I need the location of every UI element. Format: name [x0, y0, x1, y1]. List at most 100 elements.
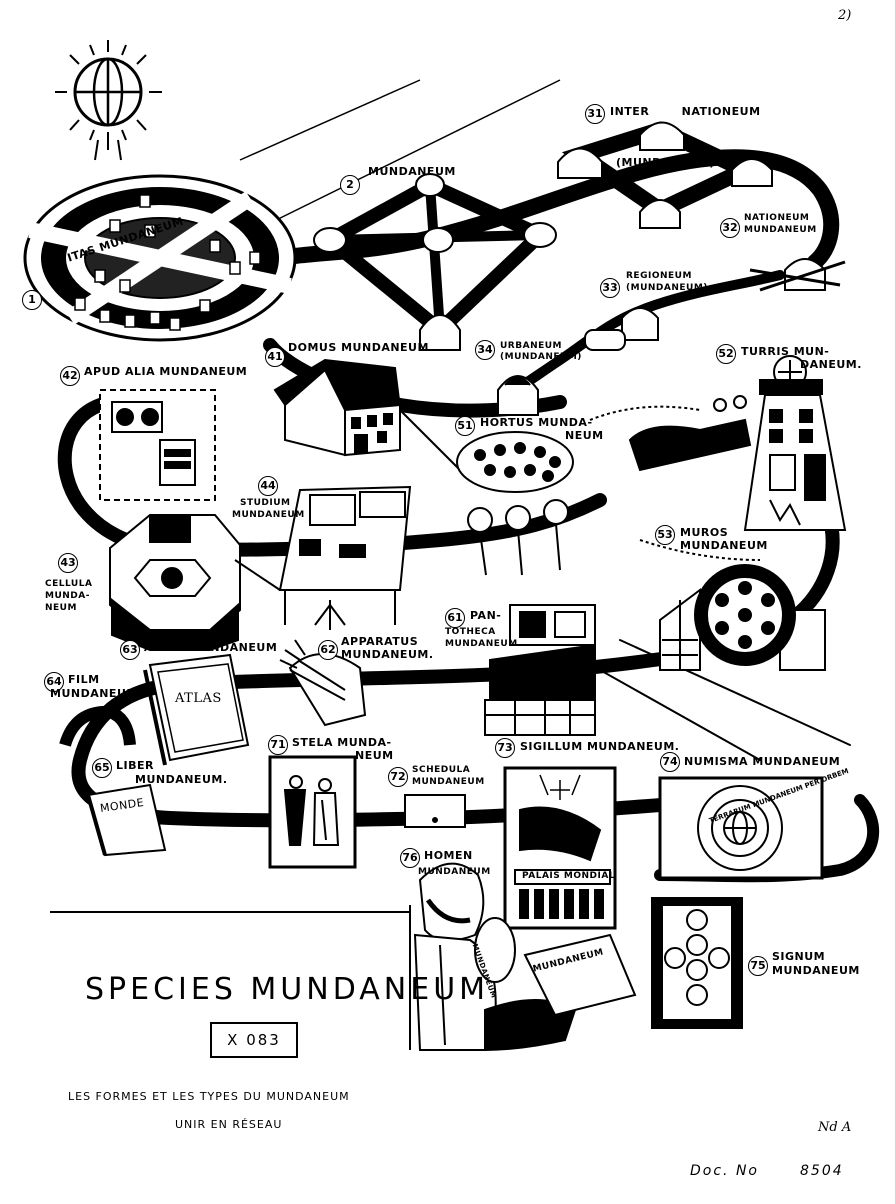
- item-number-75: 75: [748, 956, 768, 976]
- corner-mark-bottom: Nd A: [818, 1120, 852, 1135]
- sublabel-schedula: MUNDANEUM: [412, 777, 485, 787]
- label-turris: TURRIS MUN-: [741, 345, 830, 358]
- homo-mundaneum-figure-drawing: [50, 862, 637, 1052]
- item-number-42: 42: [60, 366, 80, 386]
- item-number-64: 64: [44, 672, 64, 692]
- sublabel-hortus: NEUM: [565, 429, 604, 442]
- label-liber: LIBER: [116, 759, 154, 772]
- item-number-41: 41: [265, 347, 285, 367]
- label-stela: STELA MUNDA-: [292, 736, 392, 749]
- network-road: [57, 149, 879, 883]
- sublabel-regioneum: (MUNDANEUM): [626, 283, 708, 293]
- label-urbaneum: URBANEUM: [500, 341, 563, 351]
- corner-mark-top: 2): [838, 8, 852, 23]
- pantotheca-cabinet-drawing: [484, 604, 596, 736]
- sublabel-homen: MUNDANEUM: [418, 867, 491, 877]
- item-number-52: 52: [716, 344, 736, 364]
- item-number-71: 71: [268, 735, 288, 755]
- sun-globe-icon: [55, 40, 561, 229]
- civitas-mundaneum-drawing: [23, 174, 297, 342]
- numisma-coin-drawing: [658, 776, 824, 880]
- caption-line-1: LES FORMES ET LES TYPES DU MUNDANEUM: [68, 1090, 350, 1103]
- label-internationeum: INTER NATIONEUM: [610, 105, 761, 118]
- item-number-72: 72: [388, 767, 408, 787]
- label-sigillum: SIGILLUM MUNDANEUM.: [520, 740, 680, 753]
- item-number-43: 43: [58, 553, 78, 573]
- mundaneum-structure-drawing: [313, 173, 557, 351]
- item-number-2: 2: [340, 175, 360, 195]
- regioneum-drawing: [584, 307, 659, 351]
- label-cellula: CELLULA: [45, 579, 93, 589]
- atlas-cover-text: ATLAS: [175, 691, 222, 706]
- signum-emblem-drawing: [651, 897, 743, 1029]
- label-muros: MUROS: [680, 526, 729, 539]
- sublabel-apparatus: MUNDANEUM.: [341, 648, 434, 661]
- item-number-73: 73: [495, 738, 515, 758]
- label-atlas-mundaneum: ATLAS MUNDANEUM: [144, 641, 278, 654]
- sublabel-nationeum: MUNDANEUM: [744, 225, 817, 235]
- internationeum-drawing: [557, 121, 773, 229]
- label-homen: HOMEN: [424, 849, 473, 862]
- sublabel-urbaneum: (MUNDANEUM): [500, 352, 582, 362]
- domus-mundaneum-house-drawing: [273, 358, 402, 457]
- item-number-51: 51: [455, 416, 475, 436]
- film-reel-drawing: [59, 705, 136, 747]
- palais-mondial-text: PALAIS MONDIAL: [522, 871, 616, 881]
- cellula-drawing: [109, 514, 241, 651]
- apparatus-projector-drawing: [279, 639, 367, 727]
- item-number-34: 34: [475, 340, 495, 360]
- sublabel-film: MUNDANEUM: [50, 687, 138, 700]
- label-film: FILM: [68, 673, 100, 686]
- sublabel-internationeum: (MUNDANEUM): [616, 156, 715, 169]
- hortus-garden-drawing: [456, 395, 761, 576]
- apud-alia-drawing: [99, 389, 216, 501]
- sublabel-studium: MUNDANEUM: [232, 510, 305, 520]
- stela-panel-drawing: [268, 755, 357, 869]
- nationeum-drawing: [749, 258, 846, 292]
- label-nationeum: NATIONEUM: [744, 213, 810, 223]
- item-number-65: 65: [92, 758, 112, 778]
- item-number-74: 74: [660, 752, 680, 772]
- turris-tower-drawing: [743, 355, 847, 531]
- studium-desk-drawing: [234, 485, 412, 630]
- liber-book-drawing: [86, 783, 167, 857]
- label-pantotheca: PAN-: [470, 609, 502, 622]
- sublabel-pantotheca: TOTHECA MUNDANEUM: [445, 627, 518, 649]
- sublabel-cellula: MUNDA-NEUM: [45, 591, 90, 613]
- item-number-61: 61: [445, 608, 465, 628]
- item-number-62: 62: [318, 640, 338, 660]
- sublabel-turris: DANEUM.: [800, 358, 862, 371]
- urbaneum-drawing: [497, 375, 539, 416]
- label-studium: STUDIUM: [240, 498, 291, 508]
- sublabel-signum: MUNDANEUM: [772, 964, 860, 977]
- page-title: SPECIES MUNDANEUM: [85, 972, 490, 1007]
- label-numisma: NUMISMA MUNDANEUM: [684, 755, 841, 768]
- item-number-31: 31: [585, 104, 605, 124]
- label-domus-mundaneum: DOMUS MUNDANEUM: [288, 341, 429, 354]
- schedula-card-drawing: [404, 794, 466, 828]
- item-number-44: 44: [258, 476, 278, 496]
- label-signum: SIGNUM: [772, 950, 826, 963]
- atlas-book-drawing: [143, 653, 250, 766]
- item-number-32: 32: [720, 218, 740, 238]
- label-apparatus: APPARATUS: [341, 635, 419, 648]
- doc-number-label: Doc. No: [690, 1163, 759, 1179]
- catalog-code: X 083: [210, 1022, 298, 1058]
- item-number-76: 76: [400, 848, 420, 868]
- item-number-63: 63: [120, 640, 140, 660]
- label-hortus: HORTUS MUNDA-: [480, 416, 593, 429]
- label-regioneum: REGIONEUM: [626, 271, 692, 281]
- item-number-1: 1: [22, 290, 42, 310]
- muros-wall-drawing: [659, 564, 826, 671]
- caption-line-2: UNIR EN RÉSEAU: [175, 1118, 283, 1131]
- doc-number: 8504: [800, 1163, 844, 1179]
- label-schedula: SCHEDULA: [412, 765, 471, 775]
- sublabel-muros: MUNDANEUM: [680, 539, 768, 552]
- sublabel-stela: NEUM: [355, 749, 394, 762]
- item-number-53: 53: [655, 525, 675, 545]
- label-mundaneum: MUNDANEUM: [368, 165, 456, 178]
- sigillum-seal-drawing: [503, 766, 617, 930]
- sublabel-liber: MUNDANEUM.: [135, 773, 228, 786]
